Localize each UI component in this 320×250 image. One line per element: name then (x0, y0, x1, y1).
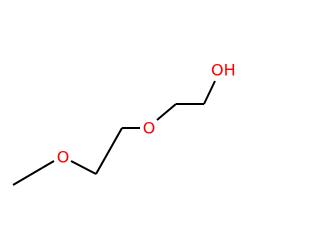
bond-ethyl-ch2-o (41, 160, 55, 169)
bond-o-ch2-a (70, 160, 97, 175)
bond-skeleton (12, 80, 216, 186)
hydroxyl-label: OH (211, 61, 236, 80)
bond-ch2-d-oh (203, 80, 216, 105)
bond-ethyl-ch3-ch2 (12, 167, 43, 186)
ether-oxygen-1-label: O (57, 148, 70, 167)
molecule-structure: O O OH (12, 61, 236, 186)
ether-oxygen-2-label: O (143, 119, 156, 138)
bond-o-ch2-c (156, 103, 177, 121)
bond-ch2-a-ch2-b (95, 127, 123, 175)
